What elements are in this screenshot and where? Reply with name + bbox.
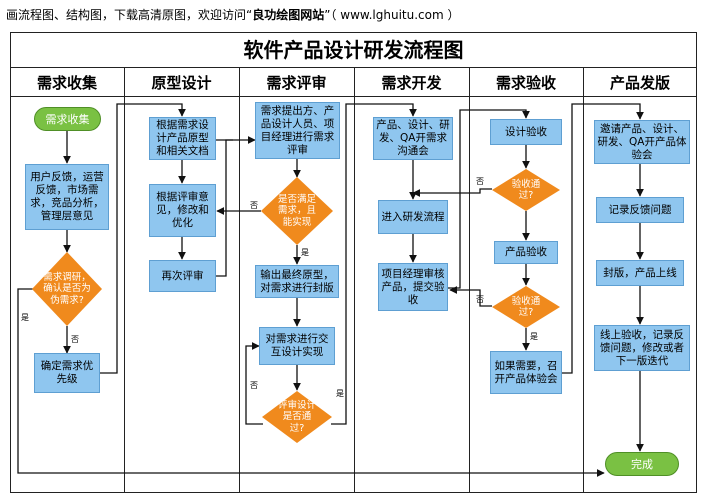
connector	[245, 342, 263, 425]
no-label: 否	[476, 177, 484, 186]
design-review-decision[interactable]: 评审设计是否通过?	[262, 391, 332, 443]
connector	[331, 103, 417, 425]
diagram-title: 软件产品设计研发流程图	[243, 38, 464, 62]
decision-label: 验收通过?	[511, 178, 541, 202]
decision-label: 需求调研，确认是否为伪需求?	[43, 271, 91, 306]
decision-diamond-shape	[492, 169, 560, 211]
yes-label: 是	[530, 332, 538, 341]
column-header-requirements-review: 需求评审	[266, 74, 327, 92]
header-row-divider	[10, 96, 697, 97]
decision-diamond-shape	[492, 286, 560, 328]
product-acceptance-box[interactable]: 产品验收	[494, 241, 558, 264]
prototype-design-box[interactable]: 根据需求设计产品原型和相关文档	[149, 117, 216, 160]
column-header-prototype-design: 原型设计	[151, 74, 212, 92]
decision-label: 验收通过?	[511, 295, 541, 319]
header-suffix: ”（ www.lghuitu.com ）	[324, 8, 460, 22]
header-prefix: 画流程图、结构图，下载高清原图，欢迎访问“	[6, 8, 253, 22]
priority-box[interactable]: 确定需求优先级	[34, 353, 100, 393]
column-divider	[583, 68, 584, 493]
interaction-design-box[interactable]: 对需求进行交互设计实现	[259, 327, 335, 365]
design-acceptance-box[interactable]: 设计验收	[490, 119, 562, 145]
experience-meeting-box[interactable]: 如果需要，召开产品体验会	[490, 351, 562, 394]
column-divider	[469, 68, 470, 493]
re-review-box[interactable]: 再次评审	[149, 260, 216, 292]
connector	[215, 136, 256, 277]
header-text: 画流程图、结构图，下载高清原图，欢迎访问“良功绘图网站”（ www.lghuit…	[6, 6, 460, 23]
connector	[100, 103, 186, 374]
no-label: 否	[71, 335, 79, 344]
decision-diamond-shape	[32, 252, 102, 326]
invite-experience-box[interactable]: 邀请产品、设计、研发、QA开产品体验会	[594, 120, 690, 164]
column-header-development: 需求开发	[381, 74, 442, 92]
pm-review-submit-box[interactable]: 项目经理审核产品，提交验收	[378, 263, 448, 311]
column-header-acceptance: 需求验收	[495, 74, 556, 92]
release-online-box[interactable]: 封版，产品上线	[596, 260, 684, 286]
online-acceptance-box[interactable]: 线上验收，记录反馈问题，修改或者下一版迭代	[594, 325, 690, 371]
pseudo-requirement-decision[interactable]: 需求调研，确认是否为伪需求?	[32, 252, 102, 326]
start-node[interactable]: 需求收集	[34, 107, 101, 131]
connector	[561, 103, 644, 374]
review-meeting-box[interactable]: 需求提出方、产品设计人员、项目经理进行需求评审	[255, 102, 340, 159]
column-divider	[239, 68, 240, 493]
decision-label: 评审设计是否通过?	[277, 399, 316, 434]
no-label: 否	[476, 295, 484, 304]
title-divider	[10, 67, 697, 68]
column-divider	[354, 68, 355, 493]
connector	[17, 288, 605, 477]
acceptance-decision-2[interactable]: 验收通过?	[492, 286, 560, 328]
no-label: 否	[250, 201, 258, 210]
connector	[412, 188, 492, 197]
header-site-name[interactable]: 良功绘图网站	[252, 8, 325, 22]
column-divider	[124, 68, 125, 493]
column-header-requirements-gathering: 需求收集	[36, 74, 97, 92]
yes-label: 是	[301, 248, 309, 257]
end-node[interactable]: 完成	[605, 452, 679, 476]
decision-label: 是否满足需求，且能实现	[277, 193, 316, 228]
dev-kickoff-box[interactable]: 产品、设计、研发、QA开需求沟通会	[373, 117, 453, 160]
record-feedback-box[interactable]: 记录反馈问题	[596, 197, 684, 223]
meets-requirement-decision[interactable]: 是否满足需求，且能实现	[261, 177, 333, 245]
decision-diamond-shape	[261, 177, 333, 245]
finalize-prototype-box[interactable]: 输出最终原型，对需求进行封版	[255, 265, 339, 298]
connector	[449, 286, 492, 307]
yes-label: 是	[336, 389, 344, 398]
enter-development-box[interactable]: 进入研发流程	[378, 200, 448, 234]
column-header-release: 产品发版	[609, 74, 670, 92]
yes-label: 是	[21, 313, 29, 322]
no-label: 否	[250, 381, 258, 390]
decision-diamond-shape	[262, 391, 332, 443]
revise-optimize-box[interactable]: 根据评审意见，修改和优化	[149, 184, 216, 237]
acceptance-decision-1[interactable]: 验收通过?	[492, 169, 560, 211]
feedback-sources-box[interactable]: 用户反馈，运营反馈，市场需求，竞品分析，管理层意见	[25, 164, 109, 230]
diagram-frame	[10, 32, 697, 493]
